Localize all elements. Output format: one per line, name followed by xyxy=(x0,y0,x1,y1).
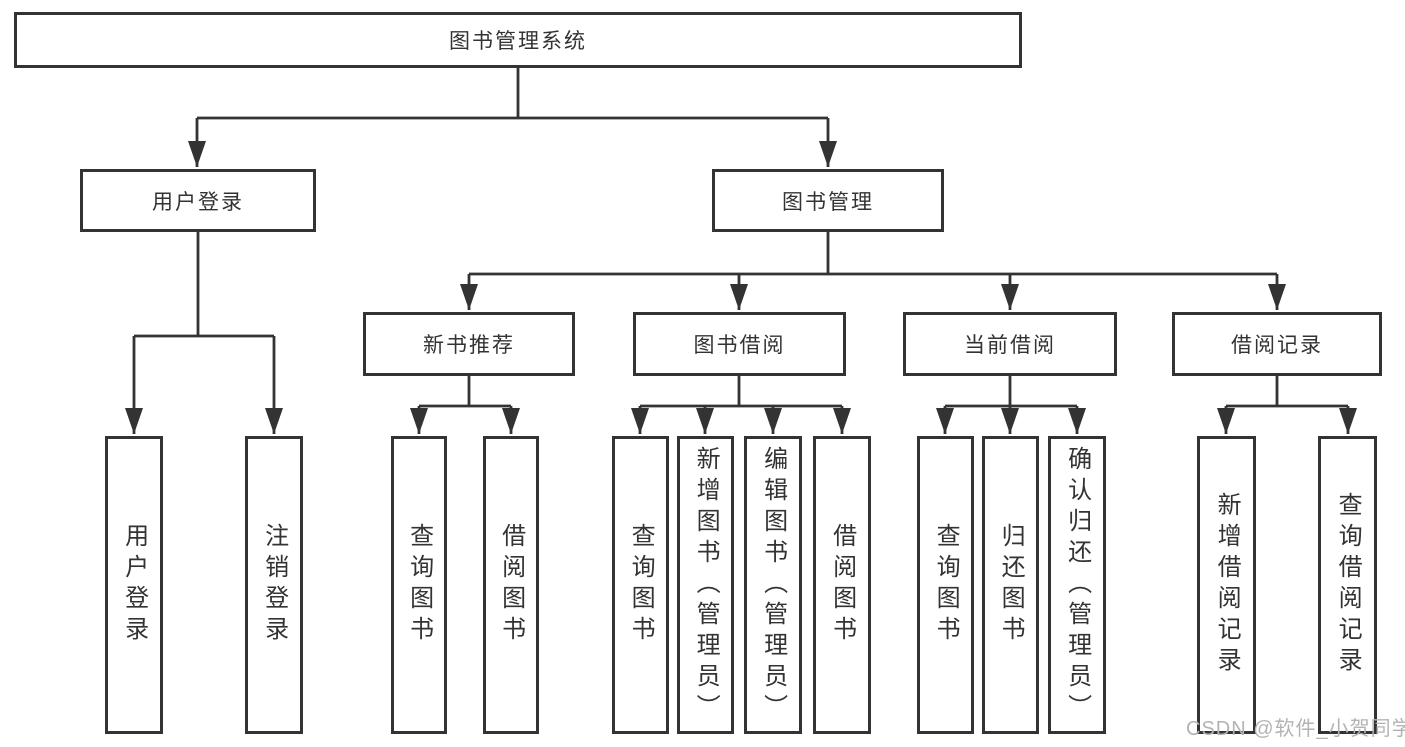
node-label: 图书管理系统 xyxy=(449,30,587,53)
node-label: 借阅记录 xyxy=(1231,334,1323,357)
leaf-borrow-books-recommend: 借阅图书 xyxy=(483,436,539,734)
leaf-logout: 注销登录 xyxy=(245,436,303,734)
node-label: 图书管理 xyxy=(782,190,874,214)
leaf-query-books-borrow: 查询图书 xyxy=(612,436,669,734)
leaf-borrow-books-borrow: 借阅图书 xyxy=(813,436,871,734)
leaf-label: 查询图书 xyxy=(932,523,960,647)
node-label: 新书推荐 xyxy=(423,334,515,357)
leaf-query-borrow-record: 查询借阅记录 xyxy=(1318,436,1377,734)
node-book-management: 图书管理 xyxy=(712,169,944,232)
leaf-label: 确认归还（管理员） xyxy=(1063,445,1091,725)
leaf-edit-book-admin: 编辑图书（管理员） xyxy=(744,436,802,734)
node-new-book-recommend: 新书推荐 xyxy=(363,312,575,376)
node-label: 当前借阅 xyxy=(964,334,1056,357)
leaf-label: 借阅图书 xyxy=(497,523,525,647)
node-label: 图书借阅 xyxy=(693,334,786,357)
leaf-query-books-recommend: 查询图书 xyxy=(391,436,447,734)
leaf-label: 查询图书 xyxy=(405,523,433,647)
leaf-confirm-return-admin: 确认归还（管理员） xyxy=(1048,436,1106,734)
watermark: CSDN @软件_小贺同学 xyxy=(1186,718,1405,740)
leaf-label: 编辑图书（管理员） xyxy=(759,445,787,725)
leaf-label: 查询图书 xyxy=(627,523,655,647)
leaf-label: 查询借阅记录 xyxy=(1334,492,1362,678)
leaf-label: 归还图书 xyxy=(997,523,1025,647)
node-system-root: 图书管理系统 xyxy=(14,12,1022,68)
leaf-label: 借阅图书 xyxy=(828,523,856,647)
leaf-label: 新增图书（管理员） xyxy=(692,445,720,725)
leaf-label: 新增借阅记录 xyxy=(1213,492,1241,678)
leaf-add-borrow-record: 新增借阅记录 xyxy=(1197,436,1256,734)
leaf-query-books-current: 查询图书 xyxy=(917,436,974,734)
node-current-borrow: 当前借阅 xyxy=(903,312,1117,376)
node-book-borrow: 图书借阅 xyxy=(633,312,846,376)
leaf-add-book-admin: 新增图书（管理员） xyxy=(677,436,734,734)
node-borrow-records: 借阅记录 xyxy=(1172,312,1382,376)
node-user-login: 用户登录 xyxy=(80,169,316,232)
leaf-user-login: 用户登录 xyxy=(105,436,163,734)
leaf-label: 注销登录 xyxy=(260,523,288,647)
leaf-label: 用户登录 xyxy=(120,523,148,647)
node-label: 用户登录 xyxy=(152,190,244,214)
leaf-return-book: 归还图书 xyxy=(982,436,1039,734)
